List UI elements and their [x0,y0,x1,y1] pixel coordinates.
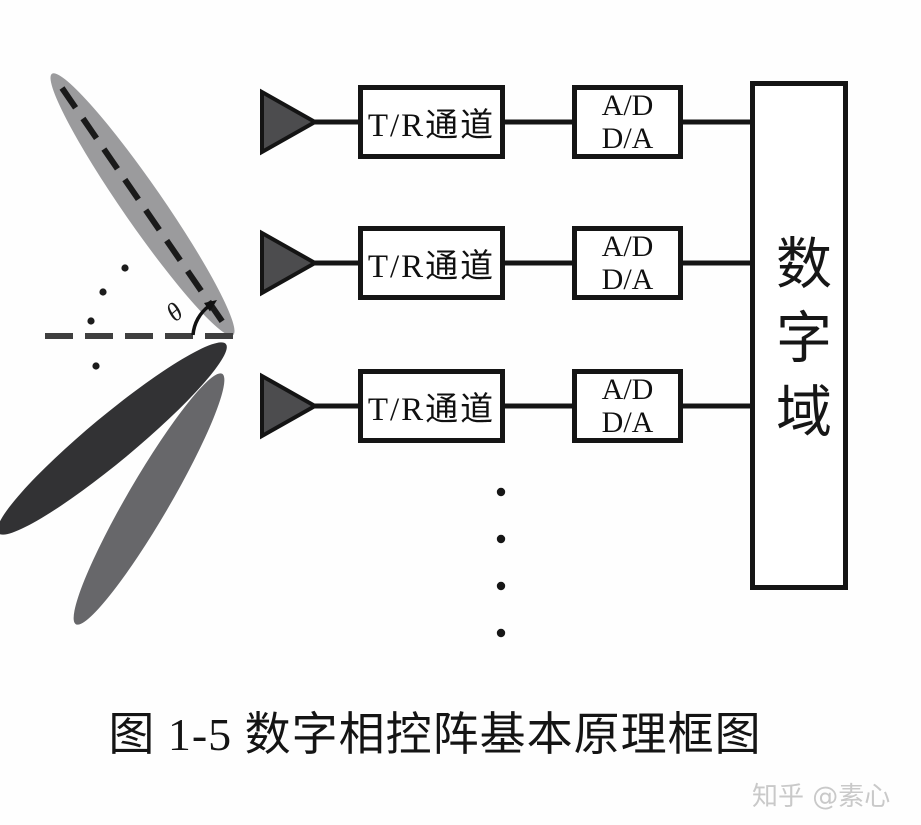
watermark: 知乎 @素心 [752,782,891,812]
da-label: D/A [601,263,654,296]
beam-ellipsis-dots [87,264,129,370]
beam-axis-dashed-line [59,86,229,329]
ad-label: A/D [601,89,654,122]
figure-caption: 图 1-5 数字相控阵基本原理框图 [108,709,762,760]
tr-channel-box: T/R通道 [358,226,505,300]
ad-label: A/D [601,373,654,406]
channel-ellipsis-dots [496,487,506,638]
digital-domain-label: 数字域 [767,233,830,456]
tr-channel-box: T/R通道 [358,369,505,443]
beam-lobe-upper-icon [50,73,235,336]
antenna-element-icon [260,229,320,297]
adc-dac-box: A/D D/A [572,369,683,443]
angle-arc [191,304,211,336]
tr-channel-label: T/R通道 [367,392,496,428]
adc-dac-box: A/D D/A [572,226,683,300]
antenna-element-icon [260,88,320,156]
theta-angle-label: θ [160,297,189,328]
tr-channel-box: T/R通道 [358,85,505,159]
beam-lobe-gray-icon [73,373,225,625]
beam-lobe-dark-icon [0,342,227,535]
digital-domain-box: 数字域 [750,81,848,590]
tr-channel-label: T/R通道 [367,249,496,285]
adc-dac-box: A/D D/A [572,85,683,159]
da-label: D/A [601,406,654,439]
ad-label: A/D [601,230,654,263]
angle-arc-arrowhead-icon [204,300,217,312]
tr-channel-label: T/R通道 [367,108,496,144]
antenna-element-icon [260,372,320,440]
da-label: D/A [601,122,654,155]
